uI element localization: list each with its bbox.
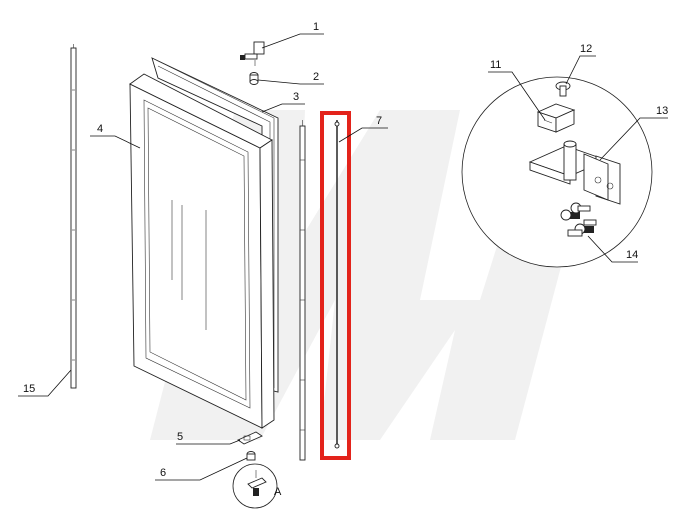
part-2-bushing — [249, 72, 259, 85]
part-6-bushing — [246, 451, 256, 461]
callout-15: 15 — [23, 383, 35, 395]
part-13-hinge-bracket — [528, 140, 621, 205]
part-4-glass-door — [129, 73, 275, 429]
detail-marker-a: A — [274, 486, 282, 498]
detail-a-circle — [232, 463, 278, 509]
callout-2: 2 — [313, 71, 319, 83]
callout-1: 1 — [313, 21, 319, 33]
magnified-hinge-detail — [461, 76, 653, 268]
part-1-top-hinge — [240, 41, 265, 66]
callout-12: 12 — [580, 43, 592, 55]
callout-7: 7 — [376, 115, 382, 127]
callout-4: 4 — [97, 123, 103, 135]
callout-11: 11 — [490, 59, 501, 71]
part-side-strip — [299, 120, 306, 461]
part-12-screw — [555, 81, 571, 97]
part-7-rod-highlighted — [320, 111, 351, 460]
callout-14: 14 — [626, 249, 638, 261]
part-14-screw-set — [560, 202, 597, 237]
part-5-bottom-hinge — [237, 431, 263, 445]
callout-5: 5 — [177, 431, 183, 443]
callout-3: 3 — [293, 91, 299, 103]
callout-13: 13 — [656, 105, 668, 117]
callout-6: 6 — [160, 467, 166, 479]
part-15-hinge-strip — [70, 44, 77, 389]
